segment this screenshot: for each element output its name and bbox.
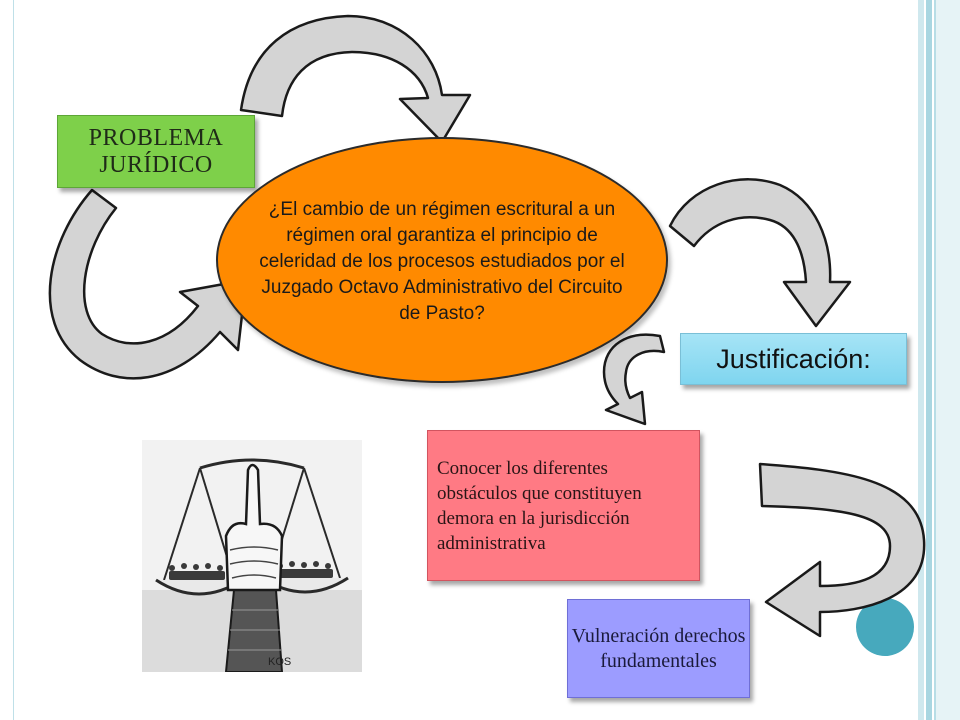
right-decor-band: [918, 0, 924, 720]
left-frame-line: [13, 0, 14, 720]
objective-box: Conocer los diferentes obstáculos que co…: [427, 430, 700, 581]
justification-box: Justificación:: [680, 333, 907, 385]
curved-arrow-small: [602, 333, 666, 426]
curved-arrow-left: [48, 188, 248, 380]
right-decor-band: [926, 0, 932, 720]
rights-box: Vulneración derechos fundamentales: [567, 599, 750, 698]
justice-scales-illustration: KOS: [142, 440, 362, 672]
objective-text: Conocer los diferentes obstáculos que co…: [437, 457, 642, 554]
justification-label: Justificación:: [716, 343, 871, 374]
research-question-oval: ¿El cambio de un régimen escritural a un…: [216, 137, 668, 383]
problem-label-box: PROBLEMA JURÍDICO: [57, 115, 255, 188]
curved-arrow-bottom: [758, 462, 926, 638]
curved-arrow-right: [668, 178, 852, 328]
problem-label: PROBLEMA JURÍDICO: [88, 124, 224, 178]
rights-text: Vulneración derechos fundamentales: [571, 624, 746, 672]
right-decor-band: [934, 0, 960, 720]
curved-arrow-top: [239, 14, 472, 144]
illustration-signature: KOS: [268, 656, 291, 668]
research-question: ¿El cambio de un régimen escritural a un…: [259, 199, 625, 324]
